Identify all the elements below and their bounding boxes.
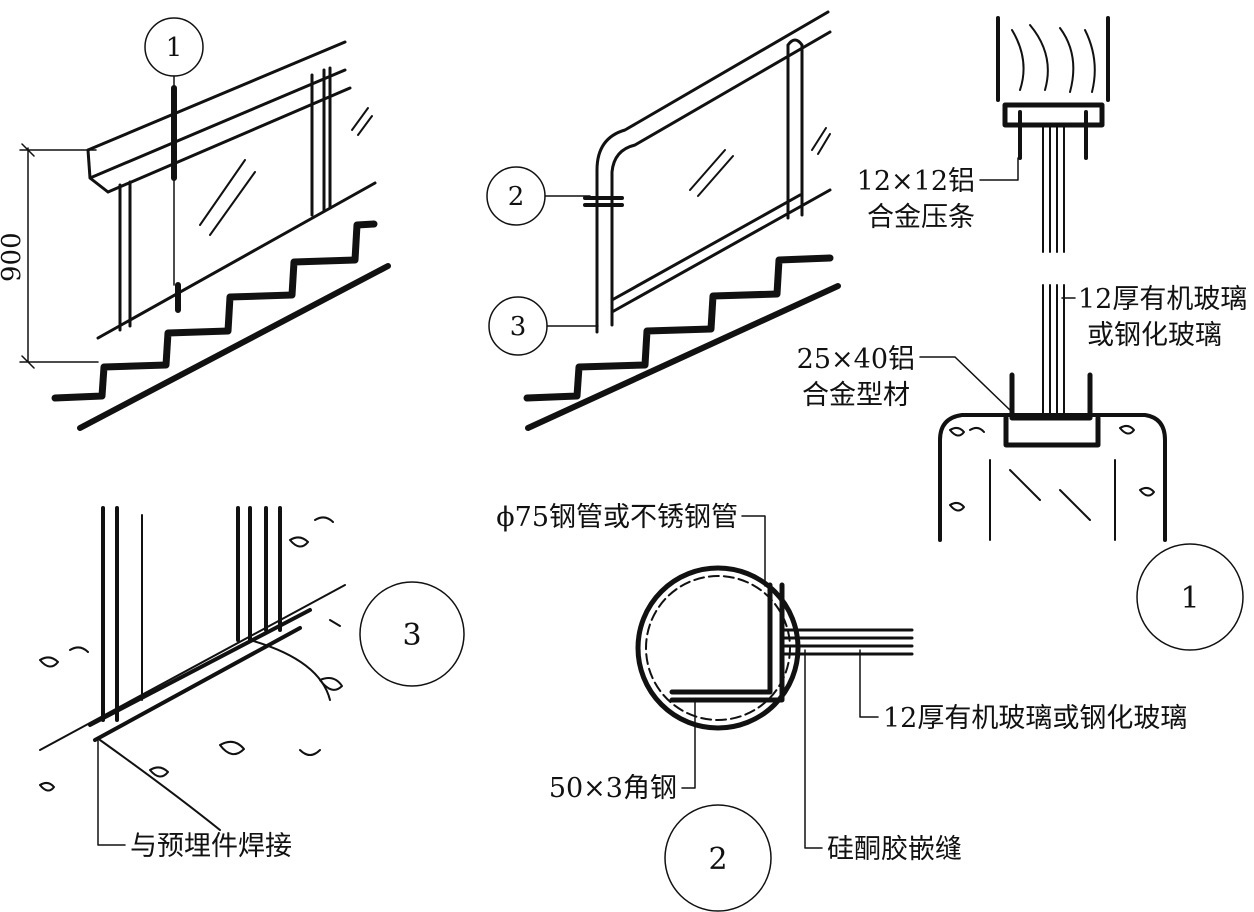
glass-hatch-1 [199, 107, 373, 236]
detail-1-title: 1 [1180, 581, 1199, 616]
glass-label-line1: 12厚有机玻璃 [1078, 284, 1247, 315]
detail-3-title-circle [359, 581, 465, 687]
concrete-aggregate-3 [39, 516, 343, 792]
glass-label-line2: 或钢化玻璃 [1087, 320, 1222, 351]
detail-3-title: 3 [402, 618, 421, 653]
glass-pane-bottom [1042, 284, 1065, 416]
pipe-leader [741, 515, 766, 587]
glass-leader-2 [859, 649, 879, 718]
stair-stringer-1 [77, 263, 391, 431]
strip-leader [979, 157, 1019, 181]
handrail-cap [86, 40, 352, 194]
marker-3-label: 3 [510, 312, 527, 342]
tube-frame-outer [595, 10, 830, 334]
slab-lines [39, 584, 346, 831]
glass-pane-top [1042, 124, 1065, 253]
embedded-plate [88, 608, 312, 742]
top-clamp-walls [996, 16, 1110, 102]
glass-label-2: 12厚有机玻璃或钢化玻璃 [883, 703, 1187, 734]
curb-hatch [989, 459, 1116, 541]
steel-pipe-inner [645, 575, 791, 721]
angle-leader [681, 699, 696, 789]
clamp-bar [171, 85, 181, 313]
profile-label-line2: 合金型材 [802, 380, 910, 411]
detail-1-section: 12×12铝 合金压条 12厚有机玻璃 或钢化玻璃 25×40铝 合金型材 1 [797, 16, 1247, 651]
bottom-rail-2 [610, 188, 832, 314]
profile-label-line1: 25×40铝 [797, 344, 915, 375]
glass-pane-2 [780, 628, 914, 656]
detail-3-section: 与预埋件焊接 3 [39, 506, 465, 862]
detail-2-title: 2 [708, 842, 727, 877]
top-strips [1018, 110, 1088, 160]
stair-steps-2 [523, 254, 834, 402]
detail-2-section: ϕ75钢管或不锈钢管 12厚有机玻璃或钢化玻璃 50×3角钢 硅酮胶嵌缝 2 [496, 502, 1187, 912]
glass-hatch-2 [689, 127, 831, 197]
weld-leader [97, 737, 126, 846]
post-2 [786, 38, 804, 220]
strip-label-line1: 12×12铝 [857, 166, 975, 197]
stair-railing-elevation-2: 2 3 [486, 10, 841, 431]
glass-posts-1 [118, 66, 332, 332]
stair-railing-elevation-1: 900 1 [0, 17, 391, 431]
detail-2-title-circle [664, 804, 772, 912]
sealant-label: 硅酮胶嵌缝 [827, 834, 962, 865]
detail-1-title-circle [1136, 543, 1244, 651]
steel-pipe-outer [635, 565, 801, 731]
concrete-curb [938, 413, 1167, 542]
angle-steel [669, 582, 785, 703]
marker-2-label: 2 [508, 182, 525, 212]
top-fill [1011, 24, 1096, 93]
tube-frame-inner [610, 30, 832, 327]
sealant-leader [804, 649, 823, 849]
dimension-900-label: 900 [0, 232, 27, 282]
posts-3 [101, 506, 282, 722]
base-profile [1003, 372, 1101, 448]
top-clamp-block [1002, 102, 1105, 128]
bracket-2 [583, 196, 624, 207]
profile-leader [919, 356, 1013, 413]
marker-1-label: 1 [166, 33, 183, 63]
angle-label: 50×3角钢 [549, 773, 677, 804]
weld-label: 与预埋件焊接 [130, 831, 292, 862]
pipe-label: ϕ75钢管或不锈钢管 [496, 502, 738, 533]
dimension-line-900 [19, 143, 99, 369]
strip-label-line2: 合金压条 [867, 202, 975, 233]
stair-stringer-2 [525, 283, 841, 431]
curb-aggregate [949, 424, 1155, 512]
stair-steps-1 [51, 220, 378, 402]
